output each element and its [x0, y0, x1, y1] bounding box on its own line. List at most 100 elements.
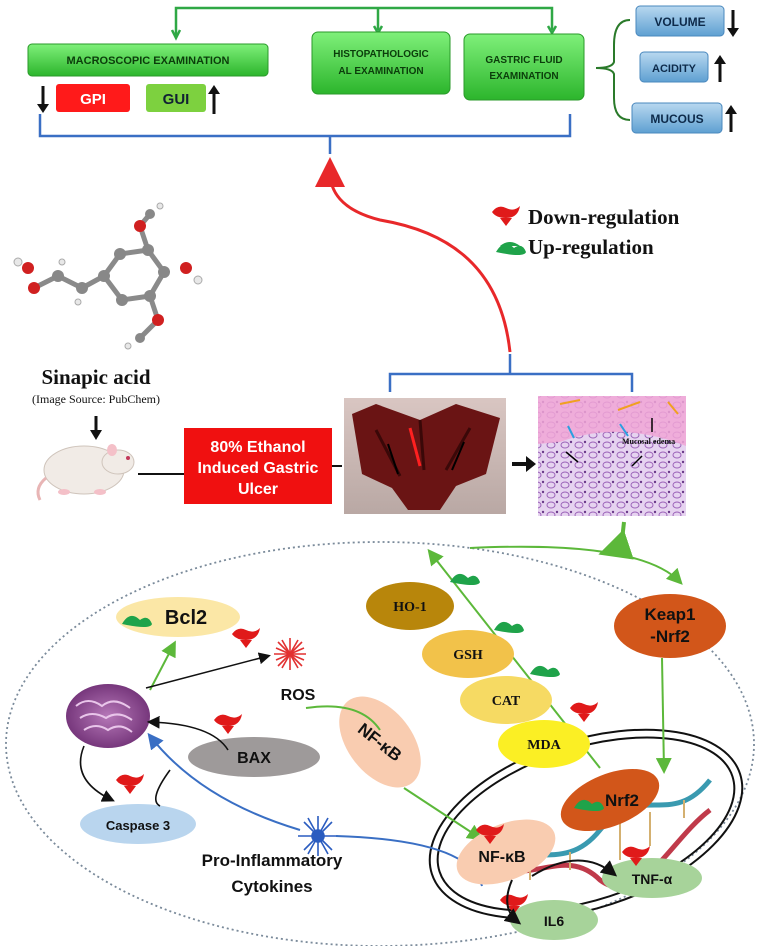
compound-source: (Image Source: PubChem)	[32, 392, 160, 406]
gsh-node	[422, 630, 514, 678]
gastric-line2: EXAMINATION	[489, 71, 558, 82]
il6-node	[510, 900, 598, 940]
histology-edema-label: Mucosal edema	[622, 437, 675, 446]
mda-label: MDA	[527, 738, 561, 753]
gastric-brace	[595, 19, 631, 121]
ho1-up-marker	[450, 573, 480, 585]
mucous-box	[631, 102, 723, 134]
tnf-node	[602, 858, 702, 898]
cat-label: CAT	[492, 694, 521, 709]
gsh-up-marker	[494, 621, 524, 633]
compound-down-arrow	[90, 416, 102, 440]
sinapic-acid-molecule	[13, 202, 203, 350]
cat-up-marker	[530, 665, 560, 677]
acidity-up-arrow	[714, 55, 726, 82]
histo-line1: HISTOPATHOLOGIC	[333, 49, 429, 60]
compound-name: Sinapic acid	[41, 365, 150, 389]
caspase3-node	[80, 804, 196, 844]
legend-down-label: Down-regulation	[528, 205, 680, 229]
histology-to-keap-curve	[469, 545, 683, 585]
gui-box	[146, 84, 206, 112]
stomach-photo	[344, 398, 506, 514]
macroscopic-label: MACROSCOPIC EXAMINATION	[67, 55, 230, 67]
il6-label: IL6	[544, 913, 564, 929]
acidity-label: ACIDITY	[652, 63, 697, 75]
gastric-line1: GASTRIC FLUID	[485, 55, 562, 66]
top-bracket	[38, 114, 572, 154]
mda-node	[498, 720, 590, 768]
cytokines-line2: Cytokines	[231, 877, 312, 896]
cell-membrane	[5, 541, 755, 946]
histopathological-box	[311, 31, 451, 95]
keap-line2: -Nrf2	[650, 627, 690, 646]
ros-to-nfkb-curve	[305, 705, 381, 731]
ho1-node	[366, 582, 454, 630]
nrf2-down-marker	[570, 702, 598, 722]
bax-down-marker	[214, 714, 242, 734]
cytokine-to-mito-curve	[147, 732, 301, 831]
volume-box	[635, 5, 725, 37]
volume-down-arrow	[727, 10, 739, 37]
red-return-arrow	[315, 157, 512, 353]
top-connector	[170, 6, 558, 41]
mito-to-caspase-curve	[79, 745, 115, 802]
ros-burst	[274, 638, 306, 670]
mito-to-bcl2-arrow	[149, 640, 176, 691]
bcl2-up-marker	[122, 615, 152, 627]
rat-image	[36, 444, 135, 501]
bcl2-node	[116, 597, 240, 637]
caspase3-label: Caspase 3	[106, 818, 170, 833]
nrf2-label: Nrf2	[605, 791, 639, 810]
gastric-fluid-box	[463, 33, 585, 101]
nfkb-to-il6-curve	[503, 879, 522, 925]
mito-to-ros-arrow	[145, 652, 271, 689]
gsh-label: GSH	[453, 648, 483, 663]
ho1-label: HO-1	[393, 600, 426, 615]
gpi-down-arrow	[37, 86, 49, 113]
images-bracket	[388, 354, 634, 392]
nfkb-to-tnf-curve	[531, 859, 618, 877]
nfkb-to-nucleus-arrow	[403, 787, 484, 841]
nfkb-nucleus-node	[456, 819, 556, 885]
stomach-to-histology-arrow	[512, 456, 536, 472]
histology-to-cell-arrow	[598, 521, 634, 560]
ros-down-marker	[232, 628, 260, 648]
histo-line2: AL EXAMINATION	[338, 66, 423, 77]
mitochondria	[66, 684, 150, 748]
nfkb-cyto-node	[339, 696, 421, 788]
cat-node	[460, 676, 552, 724]
legend-down-marker	[492, 206, 520, 226]
acidity-box	[639, 51, 709, 83]
macroscopic-box	[27, 43, 269, 77]
gui-label: GUI	[163, 91, 190, 108]
volume-label: VOLUME	[654, 15, 705, 29]
tnf-down-marker	[622, 846, 650, 866]
tnf-label: TNF-α	[632, 871, 673, 887]
caspase-feedback-curve	[154, 769, 171, 807]
mucous-label: MUCOUS	[650, 112, 703, 126]
keap-line1: Keap1	[644, 605, 695, 624]
nrf2-up-marker	[574, 799, 604, 811]
keap1-nrf2-node	[614, 594, 726, 658]
caspase-down-marker	[116, 774, 144, 794]
mucous-up-arrow	[725, 105, 737, 132]
legend-up-marker	[496, 242, 526, 255]
bcl2-label: Bcl2	[165, 607, 207, 629]
cytokines-line1: Pro-Inflammatory	[202, 851, 343, 870]
model-line2: Induced Gastric	[198, 460, 319, 477]
ros-label: ROS	[281, 687, 316, 704]
histology-photo	[538, 396, 686, 516]
bax-label: BAX	[237, 750, 271, 767]
model-line1: 80% Ethanol	[210, 439, 305, 456]
nfkb-nucleus-label: NF-κB	[478, 849, 525, 866]
keap-to-nrf2-arrow	[655, 657, 672, 774]
bax-node	[188, 737, 320, 777]
nfkb-down-marker	[476, 824, 504, 844]
gpi-label: GPI	[80, 91, 106, 108]
cytokine-burst	[298, 816, 338, 856]
nrf2-node	[560, 769, 660, 831]
model-line3: Ulcer	[238, 481, 278, 498]
gpi-box	[56, 84, 130, 112]
gui-up-arrow	[208, 85, 220, 114]
